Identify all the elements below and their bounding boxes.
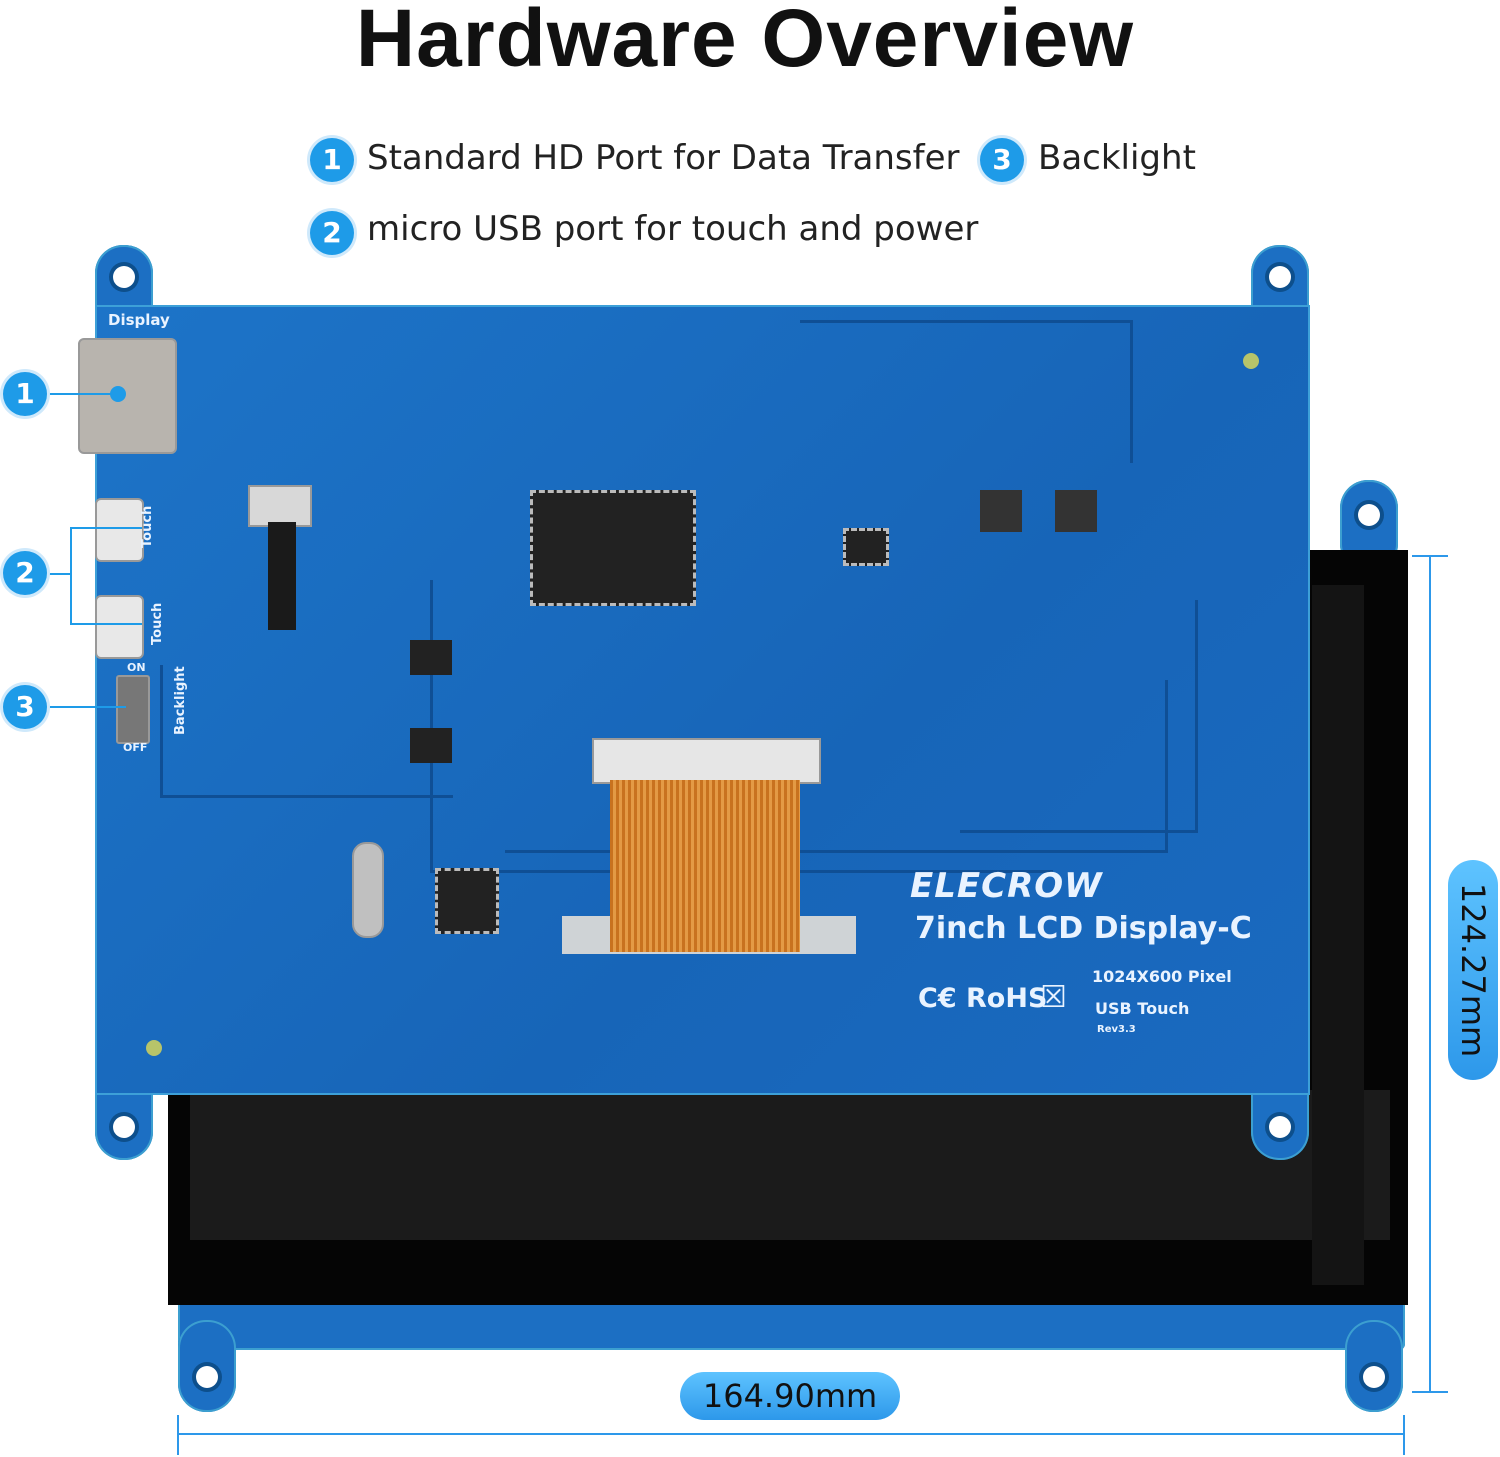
crystal-oscillator — [352, 842, 384, 938]
width-dimension-label: 164.90mm — [680, 1372, 900, 1420]
weee-bin-icon: ☒ — [1040, 980, 1067, 1015]
mount-hole — [113, 1116, 135, 1138]
inductor — [1055, 490, 1097, 532]
legend-number-1: 1 — [310, 138, 354, 182]
backlight-label: Backlight — [173, 666, 188, 735]
lcd-fpc-connector — [592, 738, 821, 784]
callout-number-1: 1 — [3, 372, 47, 416]
height-dimension-line — [1429, 556, 1431, 1392]
touch-flex-cable — [268, 522, 296, 630]
callout-line-2 — [40, 573, 70, 575]
callout-bracket-2 — [70, 527, 142, 625]
trace — [505, 680, 1168, 853]
callout-number-3: 3 — [3, 685, 47, 729]
mount-hole — [1363, 1366, 1385, 1388]
dimension-tick — [1403, 1415, 1405, 1455]
usb-touch-label: USB Touch — [1095, 999, 1190, 1018]
mcu-chip — [435, 868, 499, 934]
callout-line-1 — [40, 393, 118, 395]
switch-off-label: OFF — [123, 741, 148, 754]
inductor — [980, 490, 1022, 532]
height-dimension-pill: 124.27mm — [1448, 860, 1498, 1080]
lcd-glass — [190, 1090, 1390, 1240]
height-dimension-label: 124.27mm — [1454, 882, 1492, 1058]
touch-label-1: Touch — [140, 505, 155, 548]
trace — [800, 320, 1133, 463]
mount-hole — [1358, 504, 1380, 526]
fiducial — [146, 1040, 162, 1056]
trace — [160, 665, 453, 798]
brand-logo: ELECROW — [910, 866, 1103, 906]
lcd-ribbon-cable — [610, 780, 800, 952]
touch-label-2: Touch — [150, 602, 165, 645]
legend-label-2: micro USB port for touch and power — [367, 209, 979, 249]
display-port-label: Display — [108, 311, 170, 329]
fpc-connector — [248, 485, 312, 527]
regulator — [410, 640, 452, 675]
revision-label: Rev3.3 — [1097, 1024, 1136, 1035]
pcb-board — [95, 305, 1310, 1095]
legend-label-3: Backlight — [1038, 138, 1196, 178]
hdmi-port — [78, 338, 177, 454]
model-name: 7inch LCD Display-C — [915, 911, 1252, 946]
mount-hole — [1269, 266, 1291, 288]
callout-number-2: 2 — [3, 551, 47, 595]
switch-on-label: ON — [127, 661, 146, 674]
main-controller-chip — [530, 490, 696, 606]
certification-marks: C€ RoHS — [918, 983, 1048, 1014]
dimension-tick — [1412, 1391, 1448, 1393]
width-dimension-line — [178, 1433, 1404, 1435]
regulator — [410, 728, 452, 763]
resolution-label: 1024X600 Pixel — [1092, 967, 1232, 986]
dimension-tick — [1412, 555, 1448, 557]
page-title: Hardware Overview — [355, 0, 1135, 84]
legend-number-3: 3 — [980, 138, 1024, 182]
callout-dot-1 — [110, 386, 126, 402]
backlight-switch — [116, 675, 150, 744]
micro-usb-port-2 — [95, 595, 144, 659]
fiducial — [1243, 353, 1259, 369]
mount-hole — [196, 1366, 218, 1388]
dimension-tick — [177, 1415, 179, 1455]
small-chip — [843, 528, 889, 566]
legend-number-2: 2 — [310, 211, 354, 255]
trace — [960, 600, 1198, 833]
mount-hole — [1269, 1116, 1291, 1138]
callout-line-3 — [40, 706, 126, 708]
legend-label-1: Standard HD Port for Data Transfer — [367, 138, 960, 178]
lcd-glass-edge — [1312, 585, 1364, 1285]
micro-usb-port-1 — [95, 498, 144, 562]
mount-hole — [113, 266, 135, 288]
